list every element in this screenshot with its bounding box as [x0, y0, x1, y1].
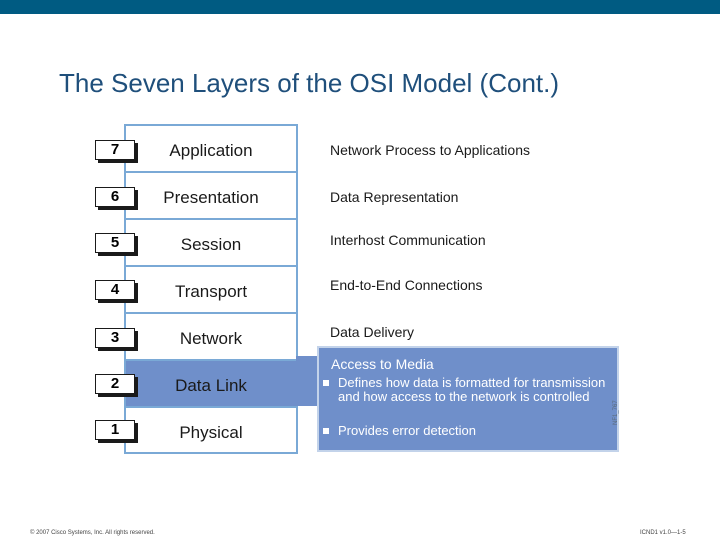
- layer-name: Session: [180, 235, 242, 254]
- layer-row-application: Application: [126, 126, 296, 173]
- bullet-icon: [323, 380, 329, 386]
- layer-number-badge: 5: [95, 233, 135, 253]
- layer-name: Application: [169, 141, 253, 160]
- slide-title: The Seven Layers of the OSI Model (Cont.…: [59, 68, 560, 98]
- figure-code: NF1_767: [613, 400, 619, 425]
- layer-number-badge: 6: [95, 187, 135, 207]
- footer-course-code: ICND1 v1.0—1-5: [640, 530, 686, 536]
- layer-description-session: Interhost Communication: [330, 232, 486, 248]
- data-link-callout: Access to Media Defines how data is form…: [317, 346, 619, 452]
- layer-description-presentation: Data Representation: [330, 189, 459, 205]
- layer-name: Physical: [179, 423, 243, 442]
- osi-layer-stack: Application Presentation Session Transpo…: [124, 124, 298, 454]
- layer-number-badge: 4: [95, 280, 135, 300]
- layer-number-badge: 3: [95, 328, 135, 348]
- layer-row-presentation: Presentation: [126, 173, 296, 220]
- callout-connector: [296, 356, 318, 406]
- layer-description-network: Data Delivery: [330, 324, 415, 340]
- layer-row-data-link: Data Link: [126, 361, 296, 408]
- bullet-text: Defines how data is formatted for transm…: [338, 375, 606, 404]
- layer-name: Network: [179, 329, 243, 348]
- layer-row-physical: Physical: [126, 408, 296, 455]
- top-banner: [0, 0, 720, 14]
- callout-title: Access to Media: [331, 356, 434, 372]
- layer-name: Presentation: [163, 188, 259, 207]
- bullet-icon: [323, 428, 329, 434]
- footer-copyright: © 2007 Cisco Systems, Inc. All rights re…: [30, 530, 155, 536]
- callout-bullet: Provides error detection: [323, 424, 613, 438]
- bullet-text: Provides error detection: [338, 423, 477, 438]
- layer-description-transport: End-to-End Connections: [330, 277, 483, 293]
- layer-description-application: Network Process to Applications: [330, 142, 530, 158]
- layer-row-transport: Transport: [126, 267, 296, 314]
- callout-bullet: Defines how data is formatted for transm…: [323, 376, 613, 404]
- layer-row-session: Session: [126, 220, 296, 267]
- layer-row-network: Network: [126, 314, 296, 361]
- layer-number-badge: 1: [95, 420, 135, 440]
- layer-name: Transport: [174, 282, 248, 301]
- layer-number-badge: 7: [95, 140, 135, 160]
- layer-name: Data Link: [175, 376, 247, 395]
- layer-number-badge: 2: [95, 374, 135, 394]
